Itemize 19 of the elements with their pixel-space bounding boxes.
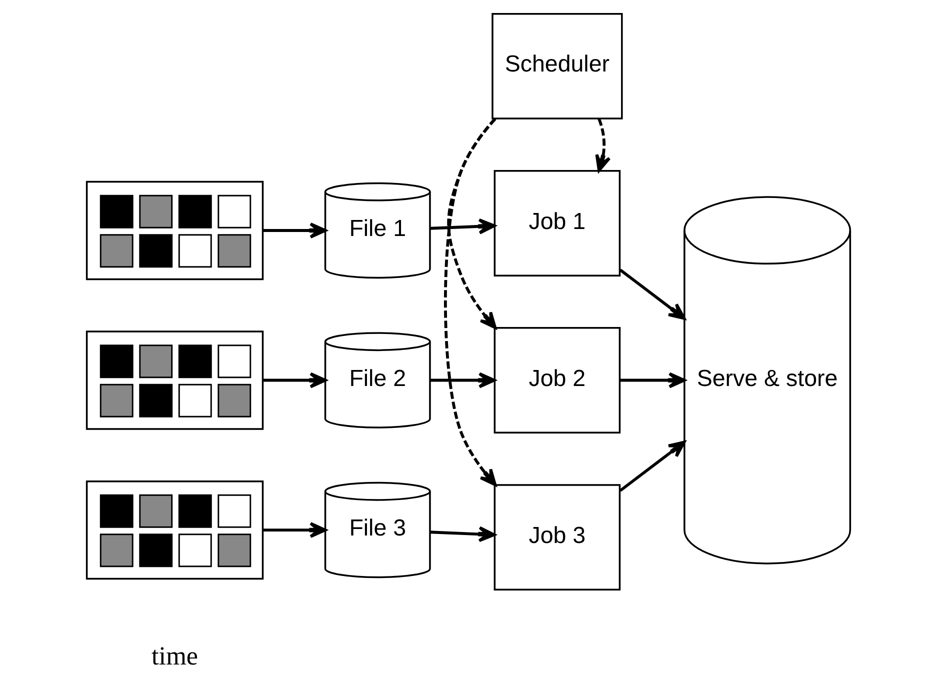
- node-box: [86, 480, 264, 580]
- arrow: [262, 372, 327, 388]
- arrow: [262, 222, 327, 238]
- arrow: [430, 526, 496, 542]
- arrow: [619, 440, 686, 492]
- arrow: [430, 218, 496, 234]
- arrow: [595, 118, 611, 172]
- arrow: [619, 268, 686, 320]
- node-box: Job 1: [494, 170, 621, 276]
- label: time: [152, 641, 198, 670]
- node-box: Job 2: [494, 327, 621, 434]
- arrow: [444, 118, 497, 486]
- arrow: [620, 372, 686, 388]
- node-box: Job 3: [494, 484, 621, 591]
- arrow: [262, 522, 327, 538]
- node-box: [86, 180, 264, 280]
- node-box: Scheduler: [492, 12, 623, 120]
- arrow: [430, 372, 496, 388]
- node-box: [86, 330, 264, 430]
